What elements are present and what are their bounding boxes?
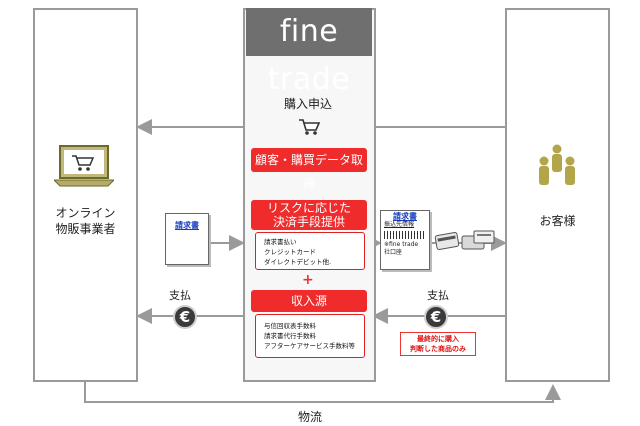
method-3: ダイレクトデビット他. bbox=[264, 258, 332, 266]
invoice-right-line2: ※fine trade bbox=[384, 241, 419, 248]
step2-line1: リスクに応じた bbox=[266, 201, 351, 215]
invoice-right-title: 請求書 bbox=[393, 212, 417, 221]
customer-label: お客様 bbox=[539, 214, 576, 228]
payment-cards-icon bbox=[434, 230, 495, 250]
revenue-item-2: 請求書代行手数料 bbox=[264, 332, 316, 340]
invoice-right-line3: 社口座 bbox=[384, 249, 403, 256]
finetrade-logo: fine trade bbox=[246, 8, 372, 97]
revenue-items-box: 与信回収表手数料 請求書代行手数料 アフターケアサービス手数料等 bbox=[255, 314, 365, 358]
euro-icon-right: € bbox=[424, 305, 448, 329]
note-line1: 最終的に購入 bbox=[417, 335, 459, 343]
invoice-document-right: 請求書 振込先情報 ※fine trade 社口座 bbox=[380, 210, 430, 270]
merchant-column bbox=[33, 8, 138, 382]
laptop-cart-icon bbox=[54, 145, 114, 187]
cart-icon bbox=[299, 119, 320, 135]
logistics-arrow bbox=[84, 380, 561, 403]
customer-column bbox=[505, 8, 610, 382]
purchase-note: 最終的に購入 判断した商品のみ bbox=[400, 332, 476, 356]
invoice-document-left: 請求書 bbox=[165, 213, 209, 265]
merchant-label-line1: オンライン bbox=[55, 206, 116, 220]
method-2: クレジットカード bbox=[264, 248, 316, 256]
merchant-label: オンライン 物販事業者 bbox=[33, 205, 138, 237]
logistics-label: 物流 bbox=[297, 410, 322, 424]
invoice-right-line1: 振込先情報 bbox=[384, 221, 415, 228]
purchase-label: 購入申込 bbox=[283, 97, 332, 111]
payment-methods-box: 請求書払い クレジットカード ダイレクトデビット他. bbox=[255, 232, 365, 270]
note-line2: 判断した商品のみ bbox=[410, 345, 466, 353]
method-1: 請求書払い bbox=[264, 238, 297, 246]
invoice-left-title: 請求書 bbox=[175, 221, 199, 230]
customers-icon bbox=[539, 144, 575, 185]
payment-right-label: 支払 bbox=[427, 289, 449, 302]
invoice-right-barcode bbox=[384, 231, 426, 239]
revenue-item-1: 与信回収表手数料 bbox=[264, 322, 316, 330]
payment-left-label: 支払 bbox=[169, 289, 191, 302]
step-payment-methods: リスクに応じた 決済手段提供 bbox=[251, 200, 367, 230]
step-data-acquisition: 顧客・購買データ取得 bbox=[251, 148, 367, 191]
revenue-header: 収入源 bbox=[251, 290, 367, 312]
plus-icon: + bbox=[302, 272, 314, 288]
revenue-item-3: アフターケアサービス手数料等 bbox=[264, 342, 355, 350]
merchant-label-line2: 物販事業者 bbox=[55, 222, 116, 236]
euro-icon-left: € bbox=[173, 305, 197, 329]
step2-line2: 決済手段提供 bbox=[272, 215, 345, 229]
